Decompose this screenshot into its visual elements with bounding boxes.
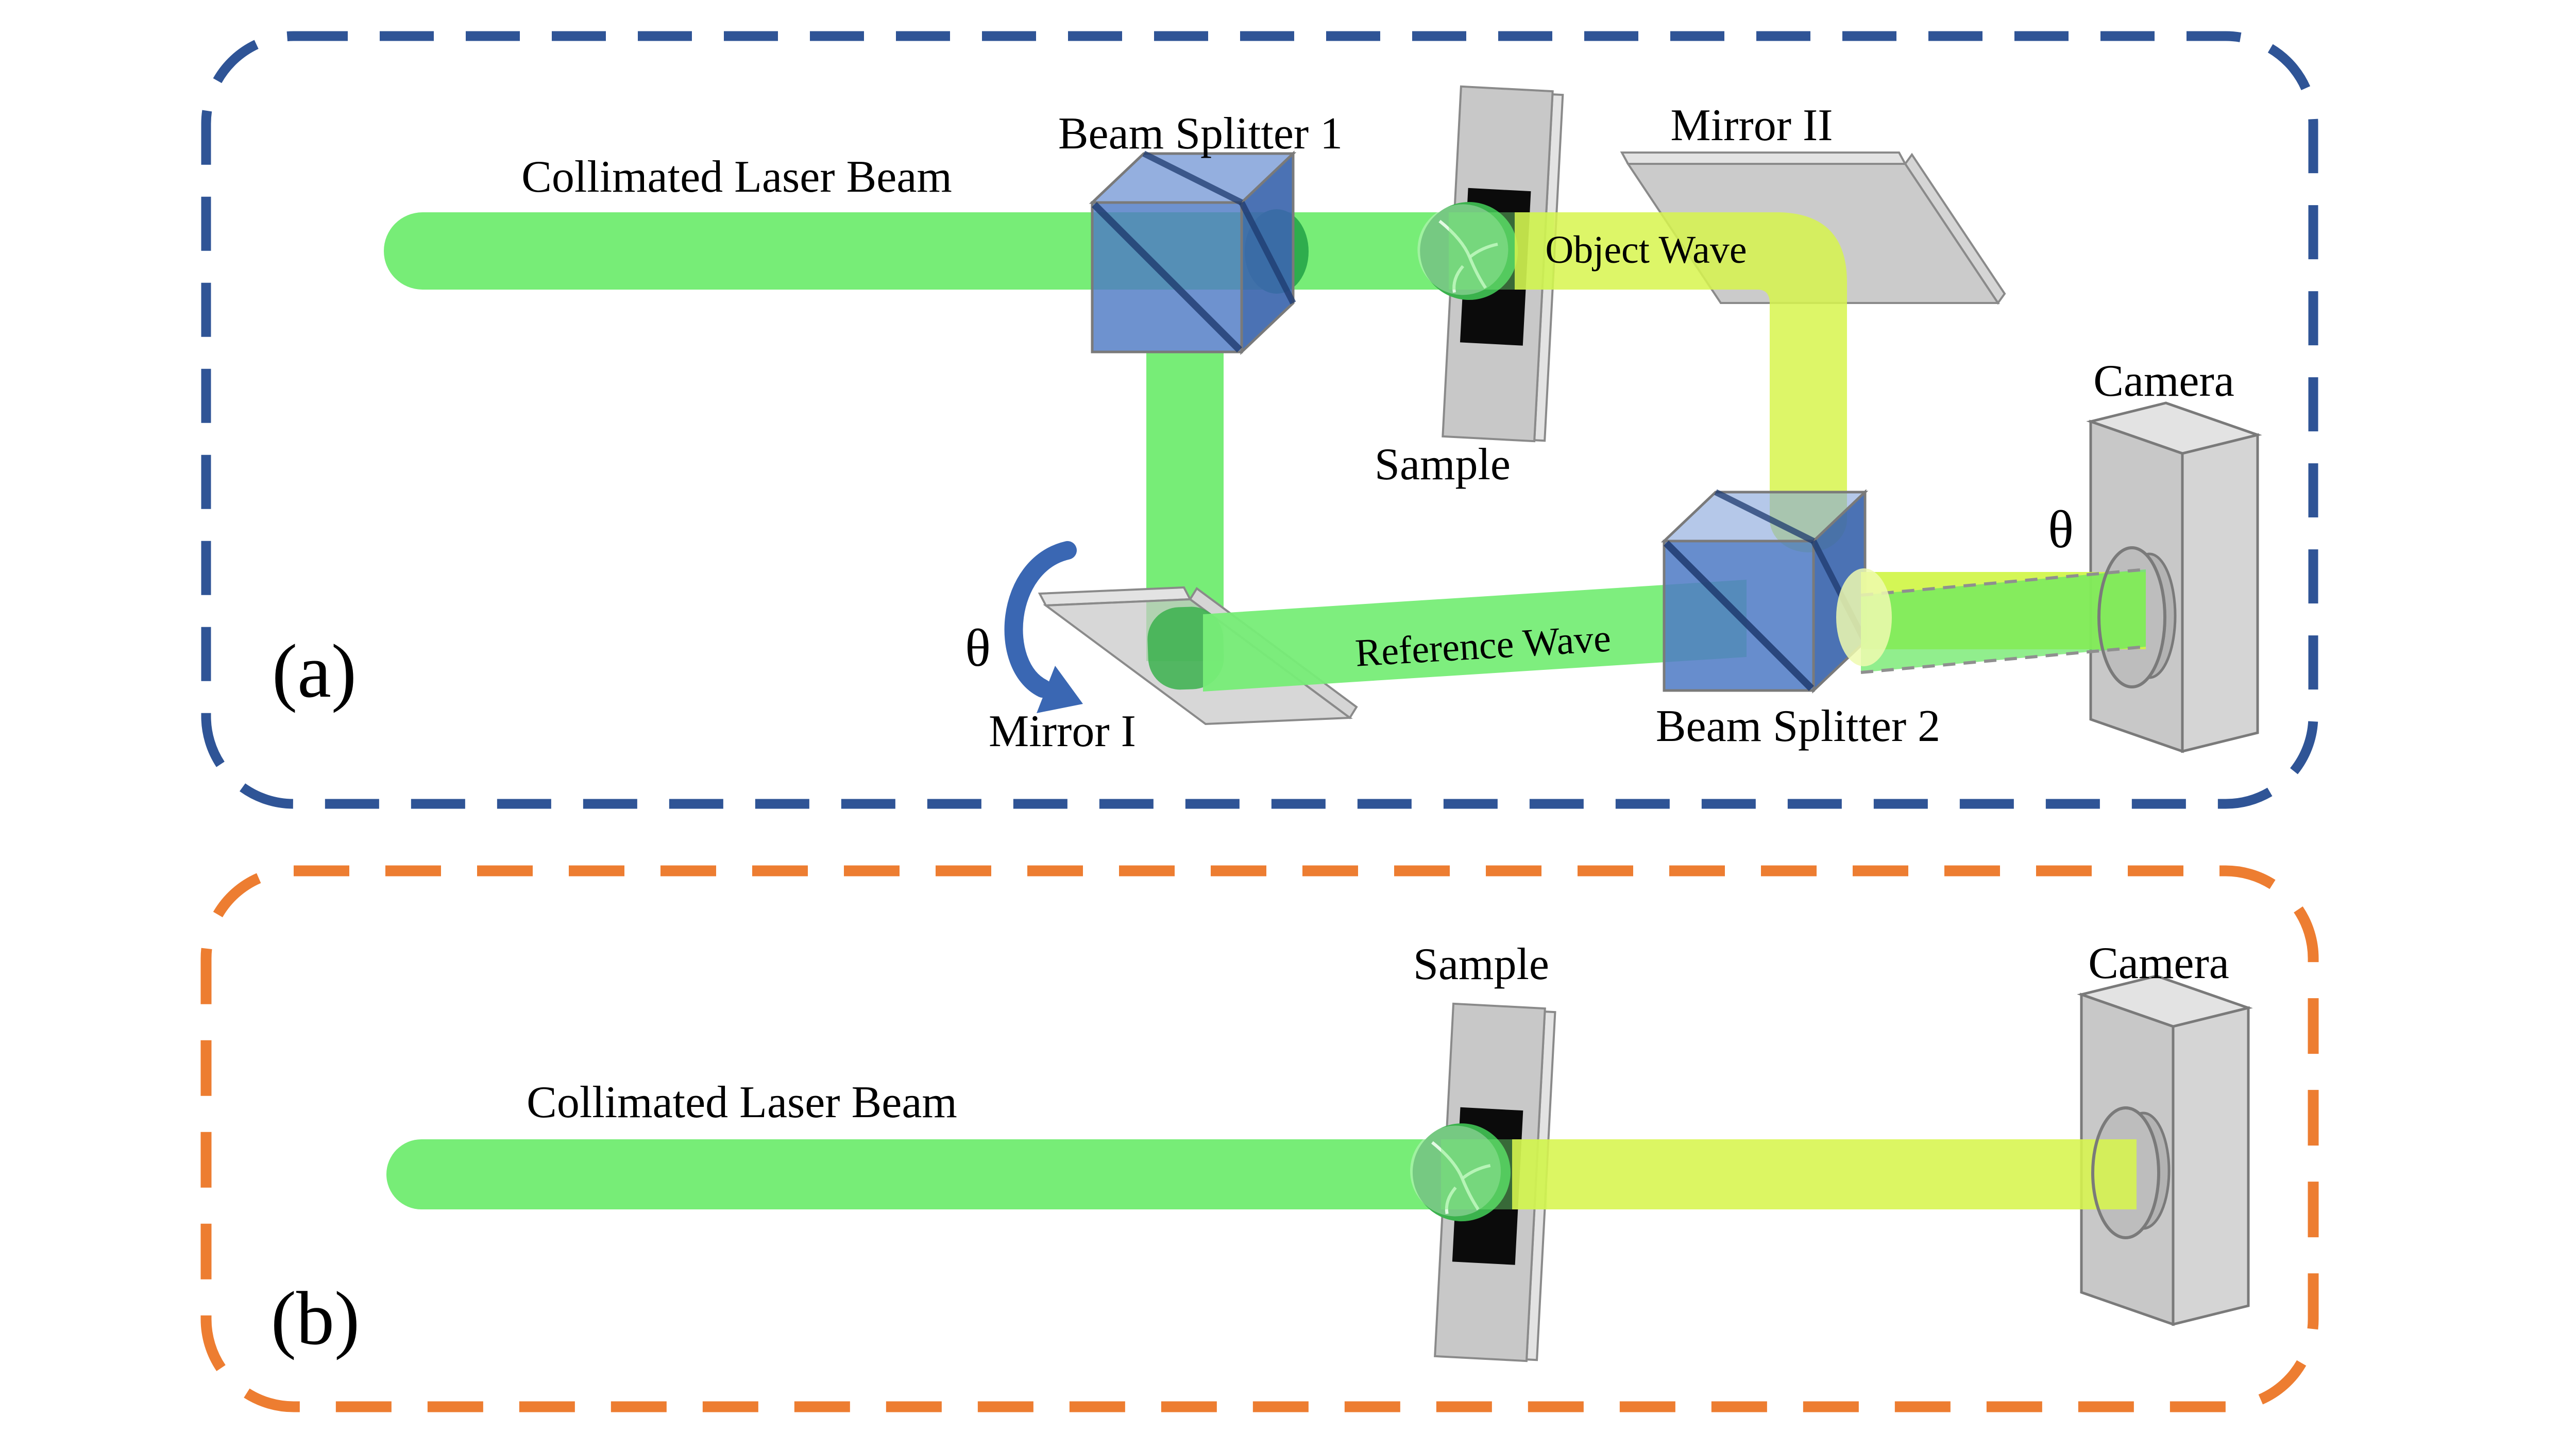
tilted-reference-beam	[1861, 569, 2146, 672]
panel-a: (a) Collimated Laser Beam Beam Splitter …	[272, 85, 2262, 756]
camera-theta-label: θ	[2048, 500, 2074, 559]
beam-splitter-1-label: Beam Splitter 1	[1058, 109, 1343, 159]
panel-a-label: (a)	[272, 629, 357, 714]
bs2-exit-spot	[1836, 568, 1892, 666]
mirror-2-label: Mirror II	[1670, 100, 1833, 150]
sample-a-label: Sample	[1375, 440, 1511, 490]
bs1-splitting-plane	[1092, 202, 1242, 352]
sample-a-beam-highlight	[1417, 204, 1509, 295]
camera-a-lens-ring	[2097, 546, 2166, 688]
laser-beam-b	[386, 1139, 1448, 1209]
laser-beam-a-label: Collimated Laser Beam	[521, 152, 952, 202]
beam-splitter-2-label: Beam Splitter 2	[1656, 701, 1940, 751]
mirror-theta-label: θ	[965, 618, 991, 678]
transmitted-beam-b	[1512, 1139, 2137, 1209]
laser-beam-b-label: Collimated Laser Beam	[527, 1077, 957, 1127]
camera-b-label: Camera	[2088, 938, 2229, 988]
sample-b-beam-highlight	[1410, 1125, 1501, 1217]
panel-a-frame	[201, 31, 2318, 809]
beam-splitter-2-cube	[1660, 489, 1869, 694]
bs2-splitting-plane	[1664, 541, 1814, 691]
mirror-1-label: Mirror I	[989, 706, 1136, 756]
camera-a-label: Camera	[2093, 356, 2234, 406]
panel-b: (b) Collimated Laser Beam Sample Camera	[271, 938, 2253, 1362]
camera-b-lens-ring	[2091, 1106, 2160, 1239]
reference-wave-beam	[1203, 580, 1747, 692]
sample-image-vessels	[1438, 220, 1498, 293]
beam-splitter-1-cube	[1089, 150, 1297, 355]
panel-b-label: (b)	[271, 1276, 360, 1361]
object-wave-label: Object Wave	[1545, 228, 1747, 272]
rotation-arrow-icon	[1004, 541, 1083, 713]
sample-b-label: Sample	[1413, 939, 1549, 989]
sample-image-vessels	[1431, 1141, 1491, 1215]
panel-b-frame	[200, 865, 2319, 1412]
tilted-beam-dashed-outline	[1860, 568, 2146, 674]
